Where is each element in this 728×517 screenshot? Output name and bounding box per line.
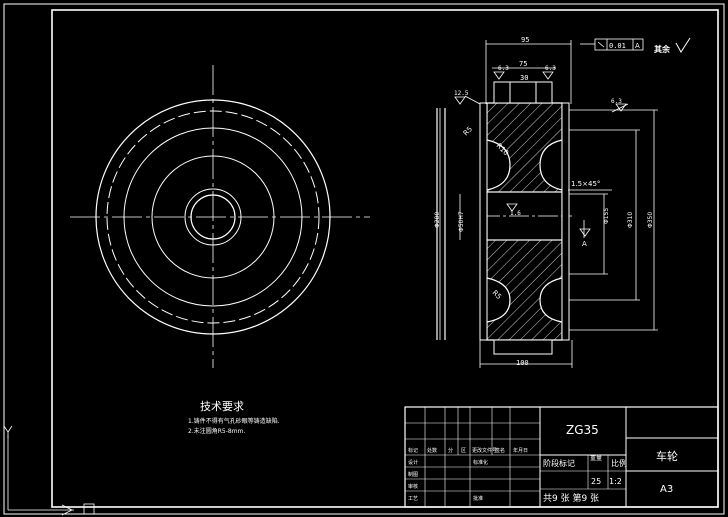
bottom-lug [493, 339, 553, 355]
approve-label: 批准 [473, 495, 483, 502]
lug-lines [509, 82, 537, 103]
roughness-1-6: 1.6 [510, 210, 521, 217]
hdr-date: 年月日 [513, 447, 528, 454]
row-process: 工艺 [408, 496, 418, 502]
row-draw: 制图 [408, 471, 418, 478]
chamfer-label: 1.5×45° [571, 180, 600, 188]
dim-95: 95 [521, 36, 529, 44]
roughness-icon-e [506, 203, 518, 212]
roughness-6-3-b: 6.3 [498, 65, 509, 72]
flatness-icon [597, 41, 605, 48]
datum-icon [579, 228, 591, 237]
rim-lines [436, 108, 446, 340]
dia-350-label: Φ350 [647, 212, 654, 228]
roughness-icon-d [542, 71, 554, 80]
tolerance-frame: 0.01 A 其余 [580, 37, 691, 54]
dim-75: 75 [519, 60, 527, 68]
leader-12-5 [464, 95, 481, 105]
flange-left [479, 102, 488, 341]
outer-frame [3, 3, 725, 515]
radius-r5-a: R5 [462, 125, 474, 137]
hdr-zone: 区 [461, 448, 466, 454]
dim-30: 30 [520, 74, 528, 82]
row-design: 设计 [408, 459, 418, 466]
dia-280-label: Φ280 [434, 212, 441, 228]
dia-310-label: Φ310 [627, 212, 634, 228]
weight-value: 25 [591, 477, 601, 486]
hdr-sign: 签名 [495, 447, 505, 454]
tech-title: 技术要求 [200, 400, 244, 413]
dia-bore-label: Φ50H7 [458, 211, 465, 232]
tech-note-1: 1.铸件不得有气孔砂眼等铸造缺陷. [188, 417, 280, 425]
dimension-texts: 95 75 30 100 12.5 6.3 6.3 6.3 1.6 R5 R10… [434, 36, 654, 367]
datum-label: A [635, 42, 640, 50]
roughness-icon-c [493, 71, 505, 80]
roughness-6-3-a: 6.3 [611, 98, 622, 105]
part-name: 车轮 [656, 449, 678, 463]
roughness-6-3-c: 6.3 [545, 65, 556, 72]
ratio-value: 1:2 [609, 477, 622, 486]
front-view [70, 65, 370, 368]
hdr-change: 更改文件号 [472, 447, 497, 454]
sheets-total: 共9 张 第9 张 [543, 492, 599, 504]
dia-155-label: Φ155 [603, 208, 610, 224]
sheet-size: A3 [660, 484, 673, 495]
title-block-frame [404, 406, 719, 508]
tech-requirements: 技术要求 1.铸件不得有气孔砂眼等铸造缺陷. 2.未注圆角R5-8mm. [188, 400, 280, 435]
material: ZG35 [566, 423, 599, 437]
section-view [436, 81, 572, 355]
dim-100: 100 [516, 359, 529, 367]
title-block-text: 标记 处数 分 区 更改文件号 签名 年月日 设计 制图 审核 工艺 标准化 批… [408, 423, 678, 504]
inner-frame [51, 9, 719, 508]
hdr-mark: 标记 [408, 447, 418, 454]
datum-bottom-label: A [582, 240, 587, 248]
roughness-icon-a [454, 96, 466, 105]
tolerance-box [594, 38, 644, 51]
flange-right [561, 102, 570, 341]
roughness-icon [675, 37, 691, 53]
hdr-count: 处数 [427, 447, 437, 454]
ucs-icon [3, 425, 95, 516]
roughness-12-5: 12.5 [454, 90, 469, 97]
tech-note-2: 2.未注圆角R5-8mm. [188, 427, 245, 435]
flatness-value: 0.01 [609, 42, 626, 50]
top-lug [493, 81, 553, 104]
others-roughness: 其余 [654, 44, 671, 54]
title-block [404, 406, 719, 508]
row-check: 审核 [408, 483, 418, 490]
roughness-icon-b [615, 103, 627, 112]
weight-label: 重量 [590, 454, 602, 462]
radius-r5-b: R5 [491, 289, 503, 301]
ratio-label: 比例 [611, 458, 627, 468]
std-label: 标准化 [473, 459, 488, 466]
hdr-part: 分 [448, 447, 453, 454]
stage-label: 阶段标记 [543, 458, 575, 468]
roughness-marks [454, 71, 627, 237]
